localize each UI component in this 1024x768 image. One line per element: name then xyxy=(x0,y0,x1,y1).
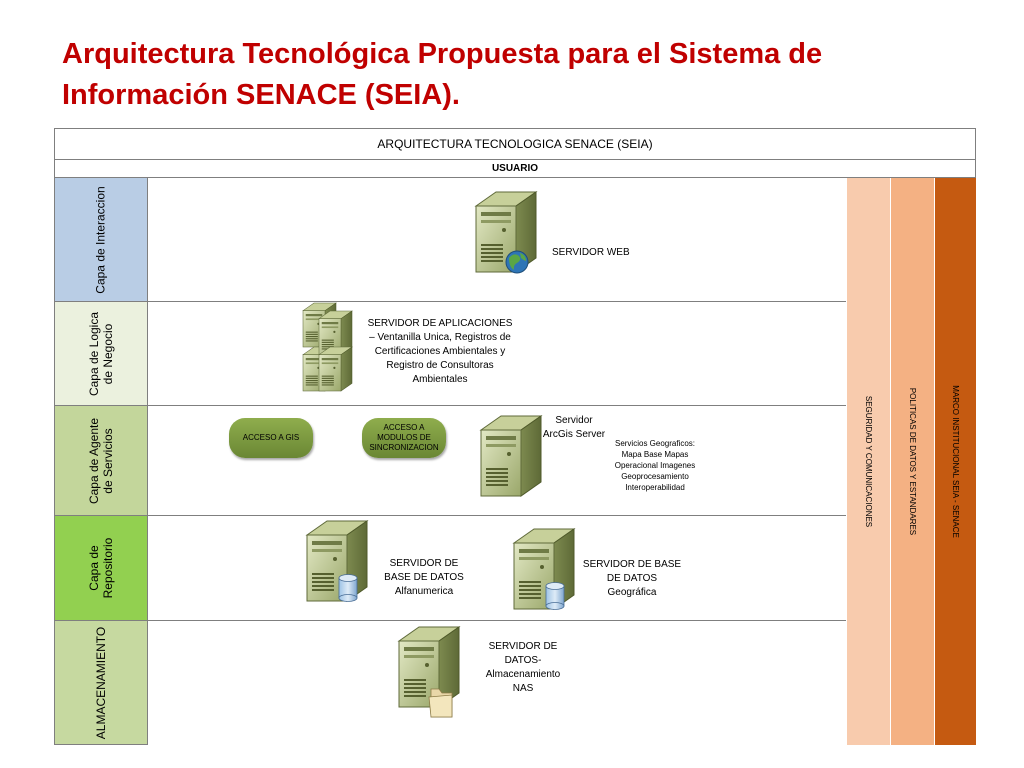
alphanumeric-db-server-label: SERVIDOR DE BASE DE DATOS Alfanumerica xyxy=(384,558,464,597)
page-title: Arquitectura Tecnológica Propuesta para … xyxy=(62,38,823,111)
column-seguridad-comunicaciones: SEGURIDAD Y COMUNICACIONES xyxy=(846,178,890,745)
column-label: POLITICAS DE DATOS Y ESTANDARES xyxy=(908,387,917,536)
layer-label-interaccion: Capa de Interaccion xyxy=(54,178,148,302)
nas-server-icon xyxy=(398,626,460,718)
layer-label-text: ALMACENAMIENTO xyxy=(94,626,108,739)
nas-server-label: SERVIDOR DE DATOS- Almacenamiento NAS xyxy=(485,641,561,694)
web-server-icon xyxy=(475,191,537,274)
layer-label-text: Capa de Logica de Negocio xyxy=(87,311,115,396)
column-label: SEGURIDAD Y COMUNICACIONES xyxy=(864,395,873,528)
layer-body-logica-negocio xyxy=(148,302,846,406)
arcgis-server-label: Servidor ArcGis Server xyxy=(542,415,606,440)
geographic-db-server-label: SERVIDOR DE BASE DE DATOS Geográfica xyxy=(582,559,682,598)
architecture-header: ARQUITECTURA TECNOLOGICA SENACE (SEIA) xyxy=(54,128,976,160)
layer-label-text: Capa de Agente de Servicios xyxy=(87,417,115,504)
application-server-label: SERVIDOR DE APLICACIONES – Ventanilla Un… xyxy=(367,318,513,385)
gis-access-button: ACCESO A GIS xyxy=(229,418,313,458)
layer-label-agente-servicios: Capa de Agente de Servicios xyxy=(54,406,148,516)
column-marco-institucional: MARCO INSTITUCIONAL SEIA - SENACE xyxy=(934,178,976,745)
geographic-db-server-icon xyxy=(513,528,575,610)
layer-label-text: Capa de Interaccion xyxy=(94,185,108,294)
layer-label-text: Capa de Repositorio xyxy=(87,537,115,599)
layer-label-logica-negocio: Capa de Logica de Negocio xyxy=(54,302,148,406)
layer-label-repositorio: Capa de Repositorio xyxy=(54,516,148,621)
folder-icon xyxy=(428,688,453,718)
sync-modules-access-button: ACCESO A MODULOS DE SINCRONIZACION xyxy=(362,418,446,458)
layer-body-almacenamiento xyxy=(148,621,846,745)
column-politicas-datos: POLITICAS DE DATOS Y ESTANDARES xyxy=(890,178,934,745)
web-server-label: SERVIDOR WEB xyxy=(552,247,630,258)
layer-body-repositorio xyxy=(148,516,846,621)
user-header: USUARIO xyxy=(54,160,976,178)
alphanumeric-db-server-icon xyxy=(306,520,368,602)
arcgis-server-icon xyxy=(480,415,542,497)
layer-label-almacenamiento: ALMACENAMIENTO xyxy=(54,621,148,745)
column-label: MARCO INSTITUCIONAL SEIA - SENACE xyxy=(951,385,960,538)
application-server-cluster-icon xyxy=(302,302,353,392)
geo-services-label: Servicios Geograficos: Mapa Base Mapas O… xyxy=(614,439,696,492)
